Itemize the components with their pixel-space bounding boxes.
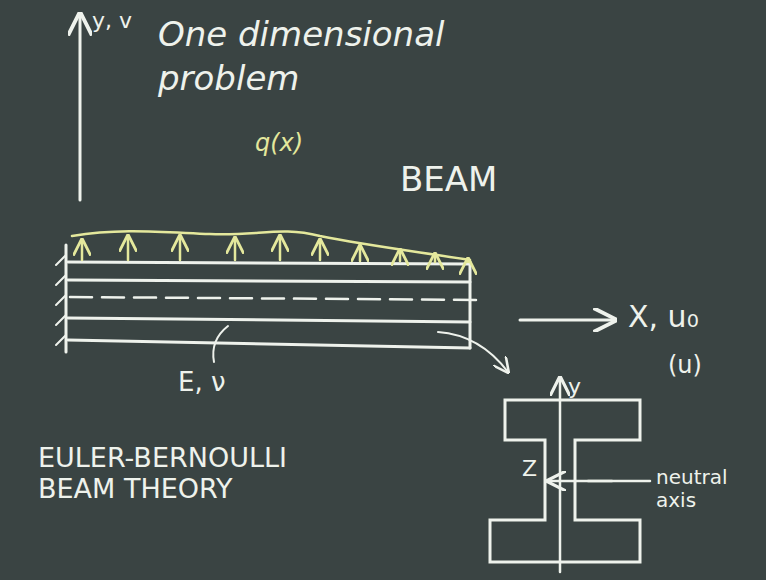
leader-line bbox=[213, 326, 228, 362]
axis-label: X, u₀ bbox=[628, 300, 758, 335]
leader-line bbox=[438, 332, 508, 372]
axis-label: (u) bbox=[668, 352, 728, 380]
wall-hatch bbox=[56, 255, 66, 345]
theory-label: EULER-BERNOULLI BEAM THEORY bbox=[38, 442, 358, 504]
title: One dimensional problem bbox=[158, 12, 498, 100]
section-y-axis bbox=[559, 378, 562, 572]
neutral-axis-label: neutral axis bbox=[656, 466, 746, 512]
axis-label: y, v bbox=[92, 8, 182, 33]
load-label: q(x) bbox=[255, 130, 335, 158]
beam bbox=[68, 262, 485, 348]
beam-label: BEAM bbox=[400, 160, 540, 199]
material-label: E, ν bbox=[178, 368, 268, 398]
y-axis bbox=[79, 14, 82, 200]
x-axis bbox=[520, 319, 615, 322]
neutral-axis-line bbox=[588, 480, 650, 483]
distributed-load bbox=[72, 231, 470, 262]
axis-label: Z bbox=[522, 456, 552, 481]
axis-label: y bbox=[568, 374, 598, 399]
